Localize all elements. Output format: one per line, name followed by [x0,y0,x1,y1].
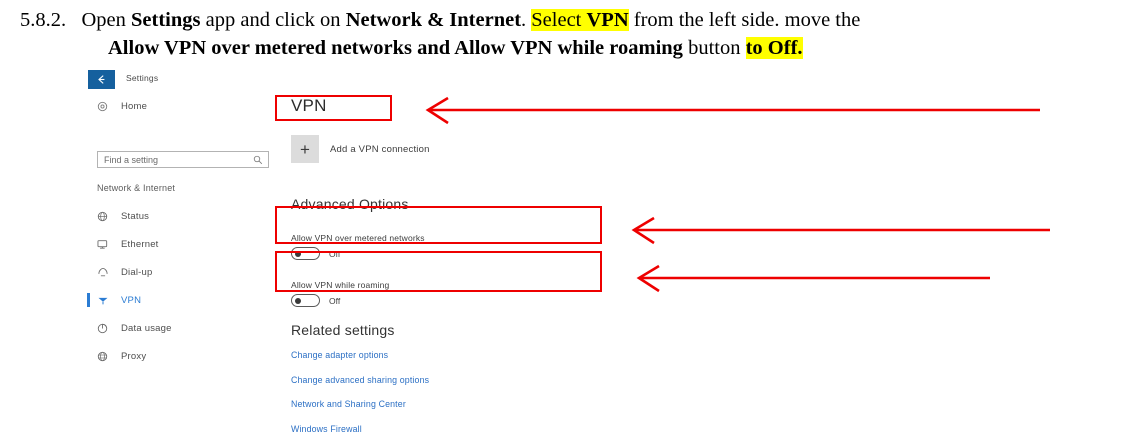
sidebar-item-proxy[interactable]: Proxy [85,342,275,370]
instruction-hl-plain: Select [531,9,587,31]
toggle-knob [294,251,301,257]
instruction-text-a: Open [81,9,132,31]
link-change-adapter-options[interactable]: Change adapter options [291,350,389,360]
search-input[interactable]: Find a setting [97,151,269,168]
add-vpn-connection-label: Add a VPN connection [330,143,430,155]
sidebar-item-dialup-label: Dial-up [121,266,153,278]
status-globe-icon [97,208,117,224]
instruction-number: 5.8.2. [20,9,67,31]
instruction-text-e: button [682,37,746,59]
allow-vpn-roaming-setting: Allow VPN while roaming Off [291,280,389,307]
instruction-bold-toggles: Allow VPN over metered networks and Allo… [108,37,683,59]
add-vpn-connection-button[interactable]: + Add a VPN connection [291,135,430,163]
allow-vpn-metered-state: Off [329,248,341,259]
sidebar-item-proxy-label: Proxy [121,350,147,362]
allow-vpn-metered-setting: Allow VPN over metered networks Off [291,233,425,260]
toggle-knob [294,298,301,304]
instruction-bold-settings: Settings [131,9,201,31]
sidebar-item-home-label: Home [121,100,148,112]
nav-items-list: Status Ethernet [85,202,275,370]
allow-vpn-roaming-label: Allow VPN while roaming [291,280,390,290]
instruction-highlight-select-vpn: Select VPN [531,9,629,31]
dialup-icon [97,264,117,280]
proxy-globe-icon [97,348,117,364]
sidebar-item-status-label: Status [121,210,150,222]
back-arrow-icon[interactable] [88,70,115,89]
instruction-text-c: . [521,9,532,31]
instruction-line-1: 5.8.2. Open Settings app and click on Ne… [0,0,1125,34]
instruction-hl-bold: VPN [586,9,629,31]
navigation-pane: Home Find a setting Network & Internet [85,92,275,362]
nav-category-label: Network & Internet [97,183,176,193]
allow-vpn-metered-control: Off [291,247,425,260]
window-title: Settings [126,73,159,83]
search-icon [253,155,263,165]
title-bar: Settings [88,70,348,89]
page-title: VPN [291,96,327,115]
instruction-bold-network: Network & Internet [345,9,522,31]
sidebar-item-data-usage-label: Data usage [121,322,172,334]
instruction-text-d: from the left side. move the [628,9,861,31]
allow-vpn-metered-label: Allow VPN over metered networks [291,233,425,243]
related-settings-links: Change adapter options Change advanced s… [291,350,551,448]
sidebar-item-dialup[interactable]: Dial-up [85,258,275,286]
ethernet-icon [97,236,117,252]
search-placeholder: Find a setting [104,154,159,165]
allow-vpn-roaming-toggle[interactable] [291,294,320,307]
link-change-advanced-sharing-options[interactable]: Change advanced sharing options [291,374,430,385]
related-settings-heading: Related settings [291,322,395,338]
sidebar-item-vpn-label: VPN [121,294,142,306]
sidebar-item-data-usage[interactable]: Data usage [85,314,275,342]
sidebar-item-ethernet[interactable]: Ethernet [85,230,275,258]
settings-window-screenshot: Settings Home Find a setting Network & I… [85,68,725,434]
vpn-key-icon [97,292,117,308]
allow-vpn-metered-toggle[interactable] [291,247,320,260]
link-windows-firewall[interactable]: Windows Firewall [291,423,362,434]
sidebar-item-status[interactable]: Status [85,202,275,230]
data-usage-icon [97,320,117,336]
sidebar-item-home[interactable]: Home [85,92,275,120]
sidebar-item-ethernet-label: Ethernet [121,238,159,250]
instruction-line-2: Allow VPN over metered networks and Allo… [0,34,1125,62]
allow-vpn-roaming-control: Off [291,294,389,307]
advanced-options-heading: Advanced Options [291,196,409,212]
allow-vpn-roaming-state: Off [329,295,341,306]
sidebar-item-vpn[interactable]: VPN [85,286,275,314]
instruction-highlight-to-off: to Off. [745,37,803,59]
instruction-text-b: app and click on [200,9,346,31]
home-gear-icon [97,98,117,114]
link-network-and-sharing-center[interactable]: Network and Sharing Center [291,399,406,409]
plus-icon: + [291,135,319,163]
instruction-text: 5.8.2. Open Settings app and click on Ne… [0,0,1125,62]
